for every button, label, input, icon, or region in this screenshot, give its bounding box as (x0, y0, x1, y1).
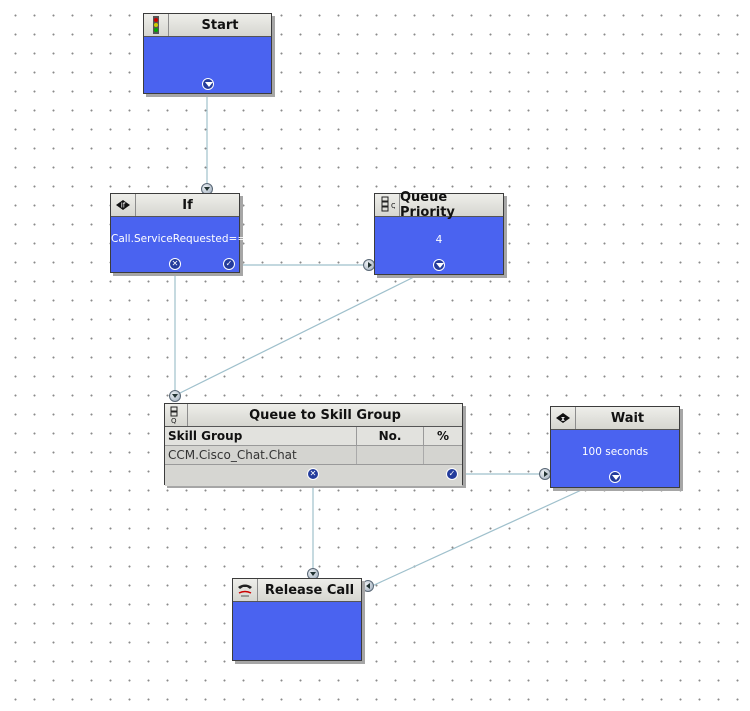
output-port[interactable] (609, 471, 621, 483)
node-title: If (182, 197, 193, 213)
release-call-node[interactable]: Release Call (232, 578, 362, 661)
queue-stack-icon: Q (165, 404, 188, 426)
node-title: Queue Priority (400, 190, 455, 220)
output-port[interactable] (202, 78, 214, 90)
queue-priority-node[interactable]: Q Queue Priority 4 (374, 190, 504, 275)
if-diamond-icon: If (111, 194, 136, 216)
failure-port[interactable]: ✕ (307, 468, 319, 480)
false-port[interactable]: ✕ (169, 258, 181, 270)
traffic-light-icon (144, 14, 169, 36)
column-header: % (423, 427, 462, 446)
skill-group-cell: CCM.Cisco_Chat.Chat (165, 445, 357, 464)
wire-queue-priority-queue-skill (179, 273, 421, 394)
input-connector[interactable] (169, 390, 181, 402)
wait-diamond-icon: ⧗ (551, 407, 576, 429)
phone-release-icon (233, 579, 258, 601)
input-connector[interactable] (362, 580, 374, 592)
column-header: Skill Group (165, 427, 357, 446)
true-port[interactable]: ✓ (223, 258, 235, 270)
node-title: Queue to Skill Group (249, 407, 401, 423)
if-node[interactable]: If If Call.ServiceRequested==2 ✕ ✓ (110, 193, 253, 273)
queue-to-skill-group-node[interactable]: Q Queue to Skill Group Skill Group No. %… (164, 403, 463, 486)
number-cell (356, 445, 424, 464)
node-title: Start (201, 17, 239, 33)
skill-group-table: Skill Group No. % CCM.Cisco_Chat.Chat (165, 427, 462, 464)
wait-node[interactable]: ⧗ Wait 100 seconds (550, 406, 680, 488)
input-connector[interactable] (539, 468, 551, 480)
queue-stack-icon: Q (375, 194, 400, 216)
table-row[interactable]: CCM.Cisco_Chat.Chat (165, 445, 462, 464)
svg-text:Q: Q (391, 202, 395, 210)
success-port[interactable]: ✓ (446, 468, 458, 480)
priority-value: 4 (435, 234, 443, 246)
column-header: No. (356, 427, 424, 446)
svg-text:Q: Q (171, 417, 177, 424)
output-port[interactable] (433, 259, 445, 271)
svg-text:If: If (121, 202, 126, 210)
node-title: Release Call (264, 582, 355, 598)
wire-wait-release (371, 486, 589, 587)
svg-text:⧗: ⧗ (561, 416, 565, 423)
if-expression: Call.ServiceRequested==2 (111, 233, 253, 245)
percent-cell (423, 445, 462, 464)
node-title: Wait (610, 410, 645, 426)
start-node[interactable]: Start (143, 13, 272, 94)
wait-duration: 100 seconds (581, 446, 649, 458)
